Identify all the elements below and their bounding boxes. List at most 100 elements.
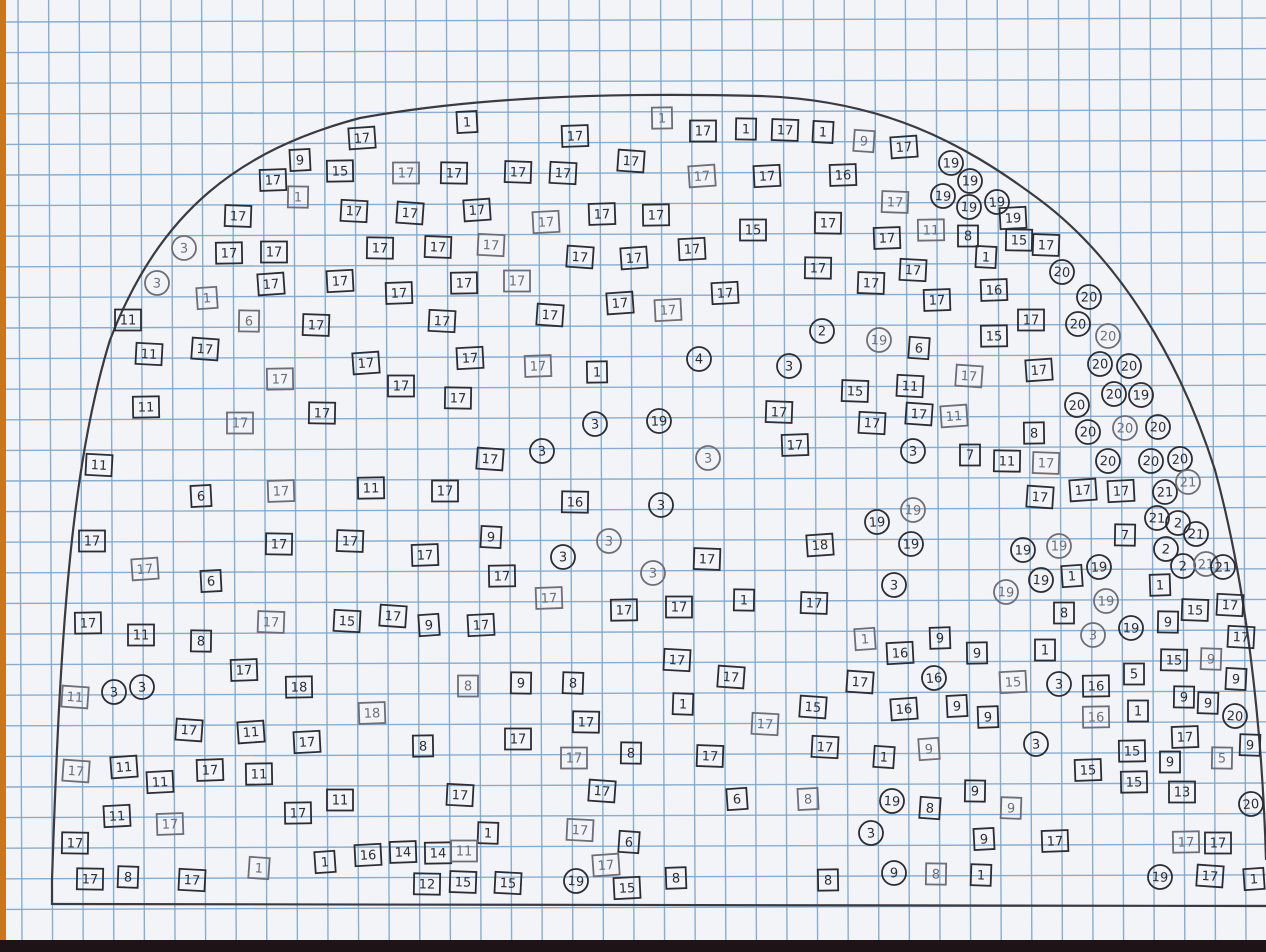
- mark-label: 17: [671, 601, 688, 616]
- mark-label: 17: [820, 216, 837, 231]
- mark-label: 17: [904, 263, 921, 279]
- mark-label: 17: [541, 308, 559, 324]
- mark-label: 19: [960, 200, 978, 216]
- mark-label: 1: [1041, 644, 1049, 659]
- mark-label: 14: [395, 845, 412, 861]
- mark-label: 17: [567, 129, 584, 145]
- mark-label: 17: [451, 788, 468, 804]
- mark-label: 11: [133, 629, 150, 644]
- mark-label: 16: [567, 495, 584, 510]
- mark-label: 17: [960, 369, 978, 385]
- mark-label: 17: [716, 286, 733, 302]
- mark-label: 1: [320, 855, 329, 871]
- mark-label: 15: [745, 224, 762, 239]
- mark-label: 17: [1030, 363, 1048, 379]
- mark-label: 6: [732, 792, 741, 808]
- mark-label: 17: [183, 873, 200, 889]
- mark-label: 17: [331, 274, 348, 290]
- mark-label: 13: [1174, 786, 1191, 801]
- mark-label: 11: [108, 809, 125, 825]
- mark-label: 20: [1117, 421, 1134, 436]
- mark-label: 11: [945, 409, 963, 425]
- mark-label: 17: [221, 246, 238, 261]
- mark-label: 3: [909, 444, 918, 459]
- mark-label: 17: [180, 723, 198, 739]
- mark-label: 15: [1004, 675, 1021, 691]
- mark-label: 17: [616, 603, 633, 618]
- mark-label: 19: [870, 333, 887, 349]
- mark-label: 11: [251, 767, 268, 782]
- mark-label: 19: [962, 175, 979, 190]
- mark-label: 19: [1032, 573, 1050, 589]
- mark-label: 1: [977, 868, 986, 883]
- mark-label: 1: [463, 115, 472, 130]
- mark-label: 15: [846, 384, 863, 400]
- mark-label: 19: [934, 189, 951, 205]
- mark-label: 17: [398, 167, 415, 182]
- mark-label: 19: [1151, 870, 1168, 886]
- mark-label: 16: [1088, 679, 1105, 694]
- mark-label: 20: [1053, 265, 1071, 281]
- mark-label: 17: [67, 764, 85, 780]
- mark-label: 17: [82, 872, 99, 887]
- mark-label: 8: [1030, 426, 1039, 441]
- mark-label: 17: [758, 169, 775, 185]
- mark-label: 1: [593, 365, 602, 380]
- mark-label: 17: [1221, 598, 1238, 614]
- mark-label: 17: [1210, 837, 1227, 852]
- mark-label: 1: [202, 291, 211, 307]
- mark-label: 17: [67, 836, 84, 851]
- mark-label: 17: [611, 296, 629, 312]
- mark-label: 9: [890, 867, 898, 882]
- mark-label: 17: [450, 391, 467, 406]
- mark-label: 8: [419, 739, 428, 754]
- mark-label: 9: [517, 676, 526, 691]
- mark-label: 17: [593, 784, 611, 800]
- mark-label: 1: [679, 697, 688, 712]
- mark-label: 17: [510, 733, 527, 748]
- mark-label: 15: [618, 881, 635, 897]
- mark-label: 18: [811, 538, 829, 554]
- mark-label: 17: [683, 242, 700, 258]
- mark-label: 17: [384, 609, 402, 625]
- mark-label: 17: [236, 663, 253, 679]
- mark-label: 16: [891, 646, 908, 662]
- mark-label: 9: [973, 646, 982, 661]
- mark-label: 17: [648, 208, 665, 223]
- mark-label: 17: [353, 131, 371, 147]
- mark-label: 16: [359, 848, 376, 864]
- mark-label: 20: [1091, 357, 1108, 373]
- mark-label: 17: [1031, 490, 1049, 506]
- mark-label: 3: [138, 680, 147, 695]
- mark-label: 17: [851, 675, 869, 691]
- mark-label: 17: [80, 616, 97, 631]
- mark-label: 18: [364, 706, 381, 722]
- mark-label: 17: [456, 276, 473, 291]
- mark-label: 19: [997, 585, 1014, 601]
- mark-label: 20: [1080, 426, 1097, 441]
- mark-label: 11: [242, 725, 260, 741]
- mark-label: 11: [332, 794, 349, 809]
- mark-label: 17: [468, 203, 486, 219]
- mark-label: 1: [981, 250, 990, 265]
- mark-label: 6: [197, 489, 206, 504]
- mark-label: 19: [943, 156, 960, 171]
- mark-label: 17: [810, 261, 827, 276]
- mark-label: 17: [509, 165, 526, 181]
- mark-label: 3: [1032, 737, 1041, 752]
- mark-label: 8: [672, 871, 681, 886]
- mark-label: 17: [265, 173, 282, 189]
- mark-label: 15: [1166, 653, 1183, 668]
- mark-label: 8: [932, 867, 941, 882]
- mark-label: 15: [986, 329, 1003, 344]
- mark-label: 8: [569, 676, 578, 691]
- mark-label: 17: [597, 858, 615, 874]
- mark-label: 17: [571, 250, 589, 266]
- mark-label: 9: [1231, 672, 1240, 687]
- mark-label: 9: [1164, 615, 1173, 630]
- mark-label: 21: [1148, 511, 1165, 527]
- mark-label: 19: [1098, 594, 1115, 609]
- mark-label: 17: [537, 215, 554, 231]
- mark-label: 21: [1157, 485, 1174, 501]
- mark-label: 11: [363, 481, 380, 496]
